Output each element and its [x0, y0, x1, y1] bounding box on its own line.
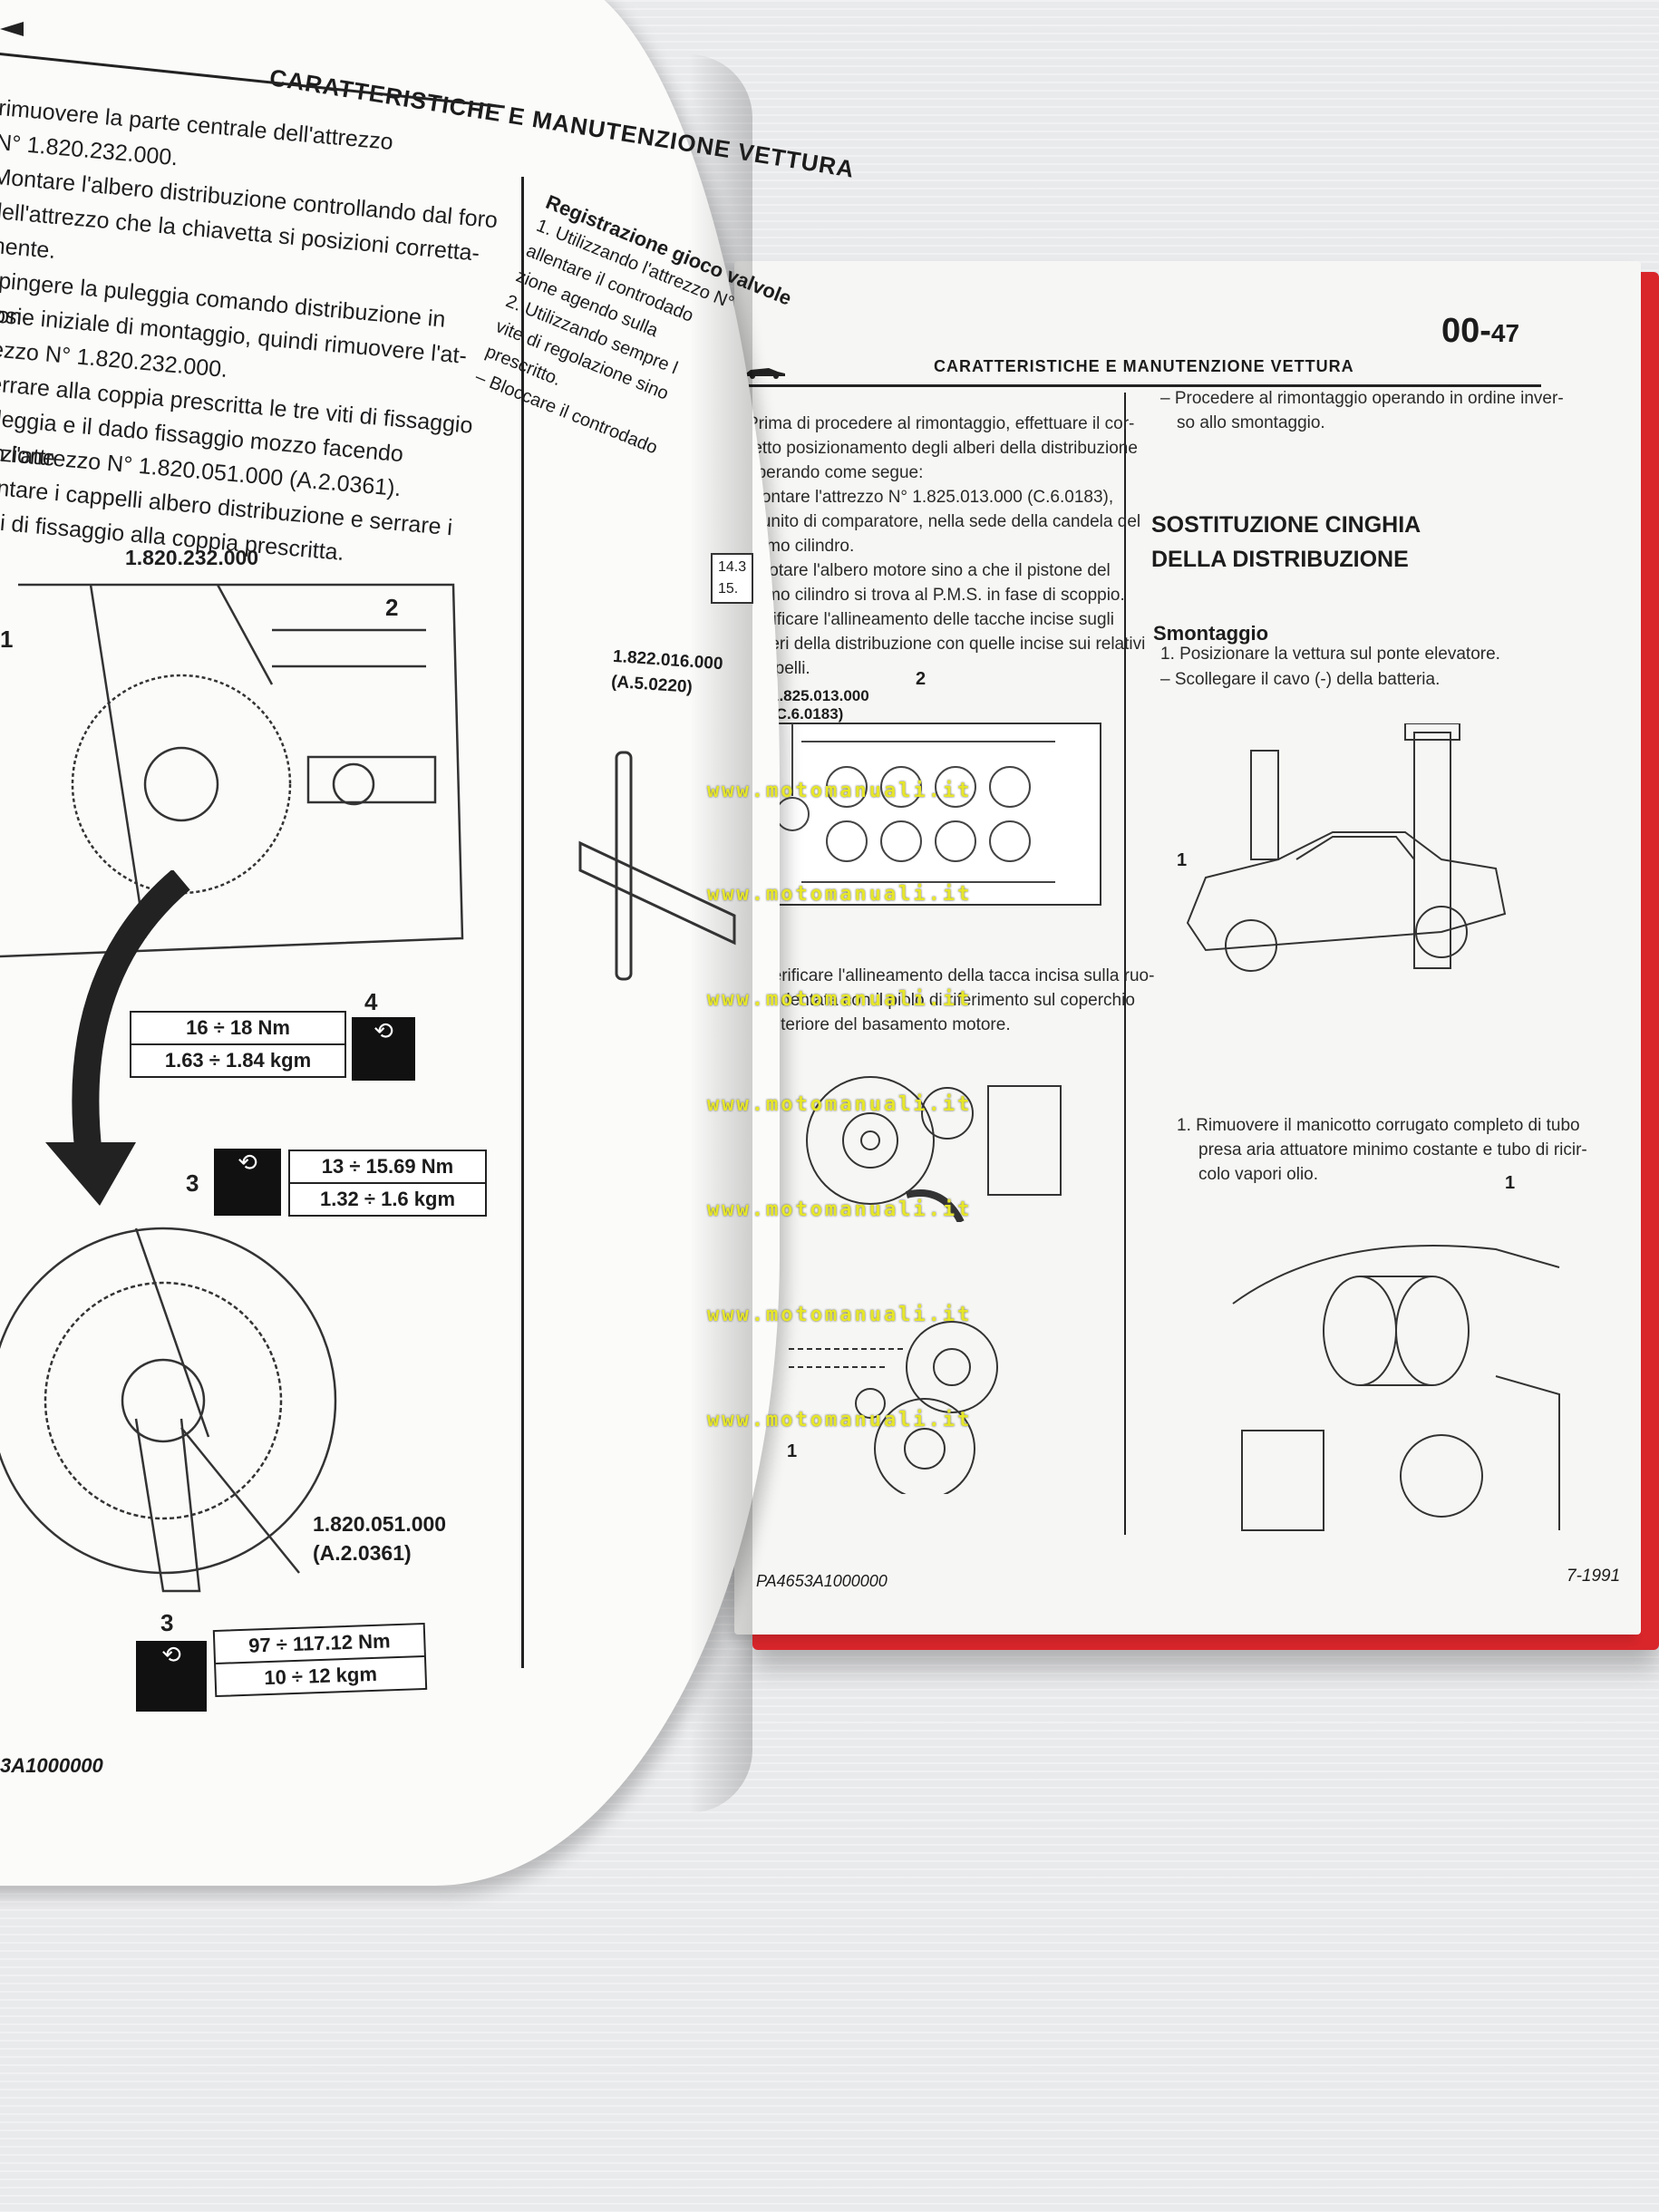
spec-value: 13 ÷ 15.69 Nm	[321, 1155, 454, 1178]
text-line: Prima di procedere al rimontaggio, effet…	[747, 414, 1135, 433]
callout-3: 3	[186, 1169, 199, 1197]
torque-spec-c: 97 ÷ 117.12 Nm 10 ÷ 12 kgm	[212, 1622, 428, 1698]
text-line: Ruotare l'albero motore sino a che il pi…	[747, 561, 1111, 580]
torque-wrench-icon: ⟲	[352, 1017, 415, 1081]
car-logo-icon	[742, 363, 787, 379]
text-line: anteriore del basamento motore.	[762, 1015, 1011, 1034]
spec-value: 1.32 ÷ 1.6 kgm	[290, 1182, 485, 1215]
text-line: primo cilindro si trova al P.M.S. in fas…	[747, 586, 1125, 605]
watermark-text: www.motomanuali.it	[707, 1409, 973, 1431]
text-line: colo vapori olio.	[1198, 1165, 1319, 1184]
watermark-text: www.motomanuali.it	[707, 780, 973, 802]
watermark-text: www.motomanuali.it	[707, 1093, 973, 1116]
text-line: mente.	[0, 232, 57, 264]
left-column-divider	[521, 177, 524, 1668]
feeler-tool-label: 1.822.016.000(A.5.0220)	[610, 646, 724, 697]
spec-value: 10 ÷ 12 kgm	[216, 1654, 426, 1695]
watermark-text: www.motomanuali.it	[707, 988, 973, 1011]
spec-value: 16 ÷ 18 Nm	[186, 1016, 290, 1039]
text-line: 1. Posizionare la vettura sul ponte elev…	[1160, 645, 1500, 664]
subsection-title: Smontaggio	[1153, 622, 1269, 645]
text-line: primo cilindro.	[747, 537, 855, 556]
watermark-text: www.motomanuali.it	[707, 1304, 973, 1326]
footer-code: PA4653A1000000	[756, 1572, 888, 1590]
text-line: alberi della distribuzione con quelle in…	[747, 635, 1146, 654]
text-line: ta dentata con il piolo di riferimento s…	[762, 991, 1135, 1010]
text-line: so allo smontaggio.	[1177, 413, 1325, 432]
header-rule	[740, 384, 1541, 387]
text-line: Verificare l'allineamento della tacca in…	[762, 966, 1155, 985]
gutter-shadow	[689, 54, 752, 1813]
torque-wrench-icon: ⟲	[136, 1641, 207, 1712]
callout-4: 4	[364, 988, 378, 1015]
fig1-tool-label: 1.825.013.000(C.6.0183)	[771, 687, 869, 723]
watermark-text: www.motomanuali.it	[707, 883, 973, 906]
left-footer-code: 3A1000000	[0, 1754, 103, 1777]
torque-wrench-icon: ⟲	[214, 1149, 281, 1216]
right-page: CARATTERISTICHE E MANUTENZIONE VETTURA 0…	[734, 261, 1641, 1635]
text-line: Montare l'attrezzo N° 1.825.013.000 (C.6…	[747, 488, 1114, 507]
callout-1: 1	[1505, 1173, 1516, 1193]
callout-1: 1	[0, 626, 14, 653]
text-line: munito di comparatore, nella sede della …	[747, 512, 1141, 531]
tool-label: 1.820.232.000	[125, 546, 259, 569]
text-line: – Scollegare il cavo (-) della batteria.	[1160, 670, 1441, 689]
text-line: 1. Rimuovere il manicotto corrugato comp…	[1177, 1116, 1580, 1135]
pulley-figure	[771, 1050, 1097, 1224]
hub-reaction-figure	[0, 1210, 354, 1600]
text-line: presa aria attuatore minimo costante e t…	[1198, 1140, 1587, 1159]
rotation-arrow-icon	[27, 868, 209, 1215]
callout-2: 2	[385, 594, 399, 621]
footer-date: 7-1991	[1567, 1567, 1621, 1586]
air-hose-figure	[1224, 1195, 1568, 1539]
car-lift-figure	[1169, 723, 1532, 995]
text-line: Verificare l'allineamento delle tacche i…	[747, 610, 1114, 629]
text-line: – Procedere al rimontaggio operando in o…	[1160, 389, 1564, 408]
camshaft-figure	[747, 687, 1110, 918]
arrow-logo-icon	[0, 18, 36, 40]
callout-2: 2	[916, 669, 927, 689]
feeler-tool-figure	[562, 743, 743, 988]
watermark-text: www.motomanuali.it	[707, 1198, 973, 1221]
page-number: 00-47	[1441, 312, 1520, 350]
torque-spec-a: 16 ÷ 18 Nm 1.63 ÷ 1.84 kgm	[130, 1011, 346, 1078]
column-divider	[1124, 393, 1126, 1535]
page-header: CARATTERISTICHE E MANUTENZIONE VETTURA	[934, 357, 1354, 375]
text-line: operando come segue:	[747, 463, 924, 482]
torque-spec-b: 13 ÷ 15.69 Nm 1.32 ÷ 1.6 kgm	[288, 1150, 487, 1217]
callout-1: 1	[787, 1441, 798, 1461]
callout-3: 3	[160, 1609, 174, 1636]
camshaft-pulley-figure	[0, 576, 467, 965]
spec-value: 1.63 ÷ 1.84 kgm	[131, 1043, 344, 1076]
hub-tool-label: 1.820.051.000(A.2.0361)	[313, 1512, 447, 1565]
callout-1: 1	[1177, 850, 1188, 870]
belt-figure	[771, 1295, 1097, 1499]
text-line: retto posizionamento degli alberi della …	[747, 439, 1138, 458]
